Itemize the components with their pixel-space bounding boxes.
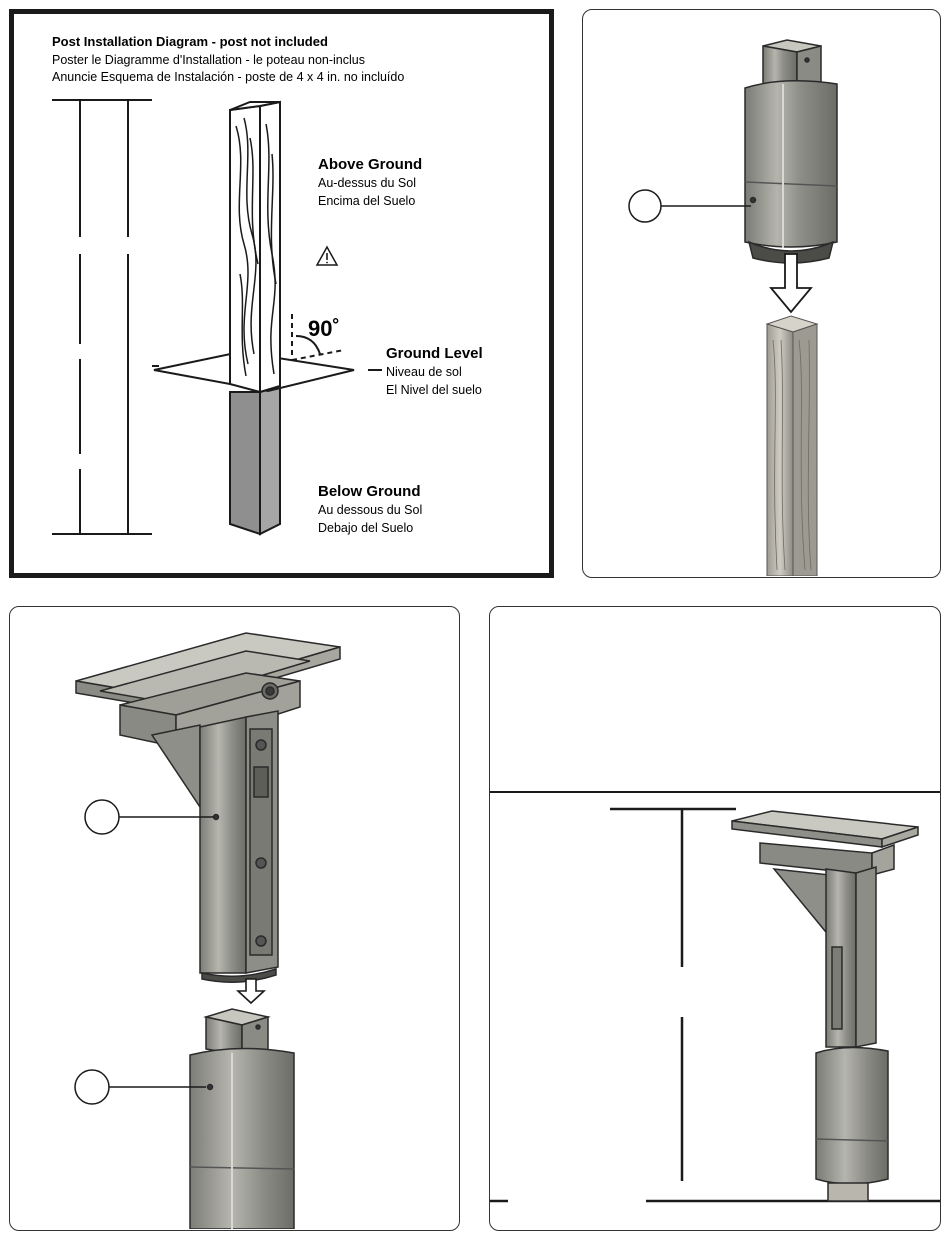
bracket-onto-sleeve-panel (9, 606, 460, 1231)
warning-icon (315, 245, 339, 266)
assembled-post (731, 810, 919, 1202)
bracket-column (199, 710, 279, 983)
below-ground-label: Below Ground (318, 483, 421, 500)
sleeve-body (744, 80, 838, 264)
right-angle-marker (291, 314, 345, 361)
below-ground-label-es: Debajo del Suelo (318, 521, 413, 535)
down-arrow-icon (235, 978, 267, 1005)
post-installation-drawing: Post Installation Diagram - post not inc… (52, 34, 483, 536)
post-cap (75, 632, 341, 749)
sleeve (189, 1008, 295, 1229)
wooden-post (765, 315, 819, 576)
above-ground-label-es: Encima del Suelo (318, 194, 415, 208)
part-callout-lower (74, 1069, 206, 1105)
sleeve-onto-post-drawing (628, 39, 838, 576)
sleeve-onto-post-panel (582, 9, 941, 578)
height-dimension (490, 807, 940, 1203)
above-ground-post (229, 100, 281, 394)
diagram-title: Post Installation Diagram - post not inc… (52, 34, 328, 49)
above-ground-label-fr: Au-dessus du Sol (318, 176, 416, 190)
diagram-title-es: Anuncie Esquema de Instalación - poste d… (52, 70, 404, 84)
part-callout (628, 189, 751, 223)
below-ground-post (229, 384, 281, 536)
angle-label: 90˚ (308, 316, 340, 341)
ground-level-label: Ground Level (386, 345, 483, 362)
assembled-post-panel (489, 606, 941, 1231)
ground-level-label-es: El Nivel del suelo (386, 383, 482, 397)
assembled-post-drawing (490, 791, 940, 1203)
diagram-title-fr: Poster le Diagramme d'Installation - le … (52, 53, 365, 67)
post-installation-panel: Post Installation Diagram - post not inc… (9, 9, 554, 578)
down-arrow-icon (769, 253, 813, 314)
sleeve-top-stub (762, 39, 822, 91)
above-ground-label: Above Ground (318, 156, 422, 173)
bracket-onto-sleeve-drawing (74, 632, 341, 1229)
part-callout-upper (84, 799, 214, 835)
dimension-lines (52, 99, 159, 535)
below-ground-label-fr: Au dessous du Sol (318, 503, 422, 517)
diagonal-brace (150, 724, 201, 810)
ground-level-label-fr: Niveau de sol (386, 365, 462, 379)
